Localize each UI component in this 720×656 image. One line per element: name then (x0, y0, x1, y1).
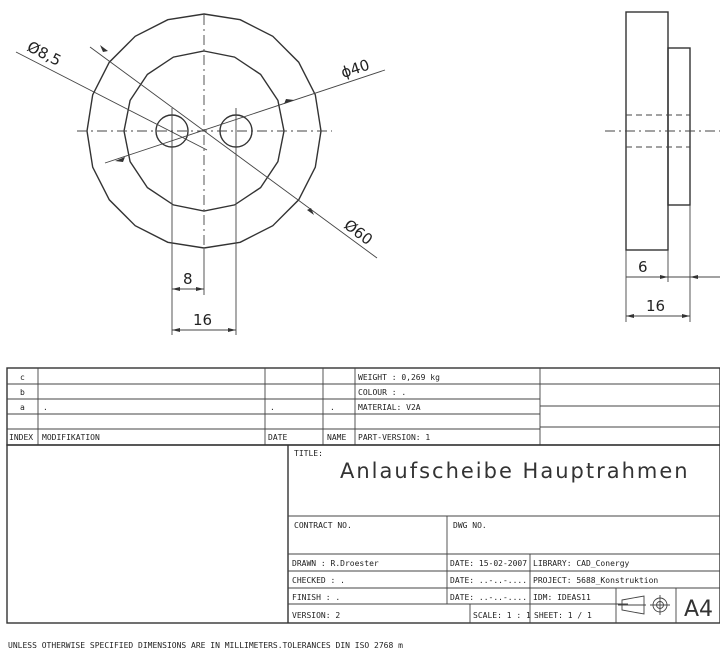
dim-inner-diameter: ϕ40 (339, 56, 372, 82)
checked-by: CHECKED : . (292, 576, 345, 585)
dim-spacing: 16 (193, 311, 212, 329)
drawn-date: DATE: 15-02-2007 (450, 559, 527, 568)
projection-symbol-icon (618, 595, 670, 615)
finish: FINISH : . (292, 593, 340, 602)
outer-circle (86, 13, 322, 249)
part-version: PART-VERSION: 1 (358, 433, 430, 442)
rev-index-b: b (20, 388, 25, 397)
finish-date: DATE: ..-..-.... (450, 593, 527, 602)
project: PROJECT: 5688_Konstruktion (533, 576, 658, 585)
sheet-format: A4 (684, 597, 713, 622)
tolerance-note: UNLESS OTHERWISE SPECIFIED DIMENSIONS AR… (8, 641, 403, 650)
dim-hub: 6 (638, 258, 648, 276)
version: VERSION: 2 (292, 611, 340, 620)
rev-name-a: . (330, 403, 335, 412)
checked-date: DATE: ..-..-.... (450, 576, 527, 585)
library: LIBRARY: CAD_Conergy (533, 559, 630, 568)
dim-offset: 8 (183, 270, 193, 288)
rev-index-c: c (20, 373, 25, 382)
drawing-title: Anlaufscheibe Hauptrahmen (340, 459, 690, 483)
dim-hole-diameter: Ø8,5 (24, 38, 64, 70)
side-view: 6 16 (605, 11, 720, 322)
sheet: SHEET: 1 / 1 (534, 611, 592, 620)
idm: IDM: IDEAS11 (533, 593, 591, 602)
scale: SCALE: 1 : 1 (473, 611, 531, 620)
header-modifikation: MODIFIKATION (42, 433, 100, 442)
colour: COLOUR : . (358, 388, 406, 397)
front-view: Ø8,5 ϕ40 Ø60 8 16 (15, 13, 386, 335)
dwg-label: DWG NO. (453, 521, 487, 530)
rev-date-a: . (270, 403, 275, 412)
rev-mod-a: . (43, 403, 48, 412)
weight: WEIGHT : 0,269 kg (358, 373, 440, 382)
material: MATERIAL: V2A (358, 403, 421, 412)
contract-label: CONTRACT NO. (294, 521, 352, 530)
title-block: TITLE: Anlaufscheibe Hauptrahmen CONTRAC… (6, 444, 720, 624)
rev-index-a: a (20, 403, 25, 412)
header-name: NAME (327, 433, 346, 442)
drawn-by: DRAWN : R.Droester (292, 559, 379, 568)
header-date: DATE (268, 433, 287, 442)
dim-thickness: 16 (646, 297, 665, 315)
title-label: TITLE: (294, 449, 323, 458)
revision-table: c b a . . . INDEX MODIFIKATION DATE NAME… (6, 367, 720, 446)
inner-circle (123, 50, 285, 212)
header-index: INDEX (9, 433, 33, 442)
